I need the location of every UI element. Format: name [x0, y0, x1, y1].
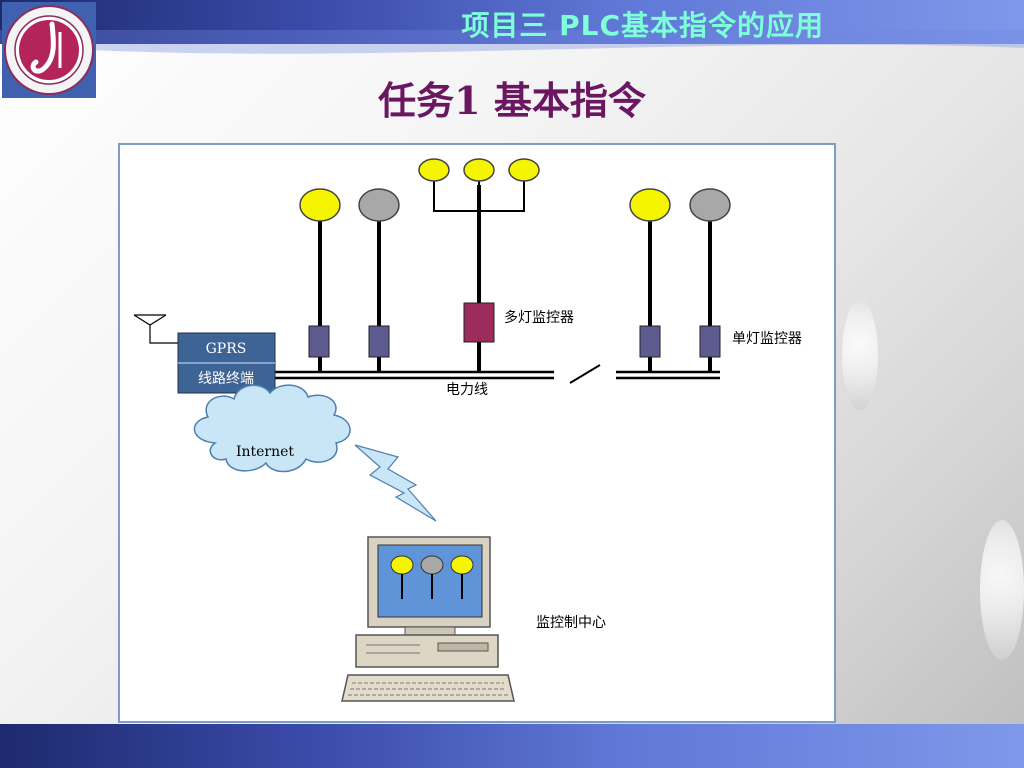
header-bar [0, 0, 1024, 44]
multi-lamp-pole [418, 158, 540, 372]
cloud-icon: Internet [193, 384, 351, 473]
power-line-label: 电力线 [446, 382, 488, 398]
slide-title: 任务1 基本指令 [378, 78, 646, 123]
lamp-on-icon [450, 555, 474, 575]
lamp-off-icon [689, 188, 731, 222]
lamp-off-icon [420, 555, 444, 575]
street-lamp [689, 188, 731, 372]
lightning-icon [354, 444, 437, 522]
line-terminal-label: 线路终端 [198, 371, 254, 387]
decorative-orb [980, 520, 1024, 660]
lamp-on-icon [418, 158, 450, 182]
single-lamp-controller [368, 325, 390, 358]
lamp-on-icon [299, 188, 341, 222]
gprs-label: GPRS [206, 341, 247, 357]
multi-lamp-controller [463, 302, 495, 343]
street-lamp [358, 188, 400, 372]
street-lamp [299, 188, 341, 372]
decorative-orb [842, 300, 878, 410]
diagram-canvas: 多灯监控器 单灯监控器 电力线 GPRS 线路终端 [133, 158, 802, 702]
single-lamp-controller [639, 325, 661, 358]
computer-icon [341, 536, 515, 702]
lamp-off-icon [358, 188, 400, 222]
single-lamp-controller [308, 325, 330, 358]
street-lamp-monitoring-diagram: 多灯监控器 单灯监控器 电力线 GPRS 线路终端 [118, 143, 836, 723]
school-seal-icon [2, 2, 96, 98]
single-lamp-controller [699, 325, 721, 358]
school-logo [2, 2, 96, 98]
lamp-on-icon [463, 158, 495, 182]
lamp-on-icon [629, 188, 671, 222]
gprs-terminal: GPRS 线路终端 [177, 332, 276, 394]
lamp-on-icon [508, 158, 540, 182]
power-line [275, 364, 720, 384]
internet-label: Internet [236, 444, 294, 460]
street-lamp [629, 188, 671, 372]
control-center-label: 监控制中心 [536, 615, 606, 631]
section-title: 项目三 PLC基本指令的应用 [461, 9, 824, 42]
lamp-on-icon [390, 555, 414, 575]
multi-lamp-controller-label: 多灯监控器 [504, 309, 574, 326]
antenna-icon [133, 314, 178, 344]
single-lamp-controller-label: 单灯监控器 [732, 331, 802, 347]
footer-bar [0, 724, 1024, 768]
